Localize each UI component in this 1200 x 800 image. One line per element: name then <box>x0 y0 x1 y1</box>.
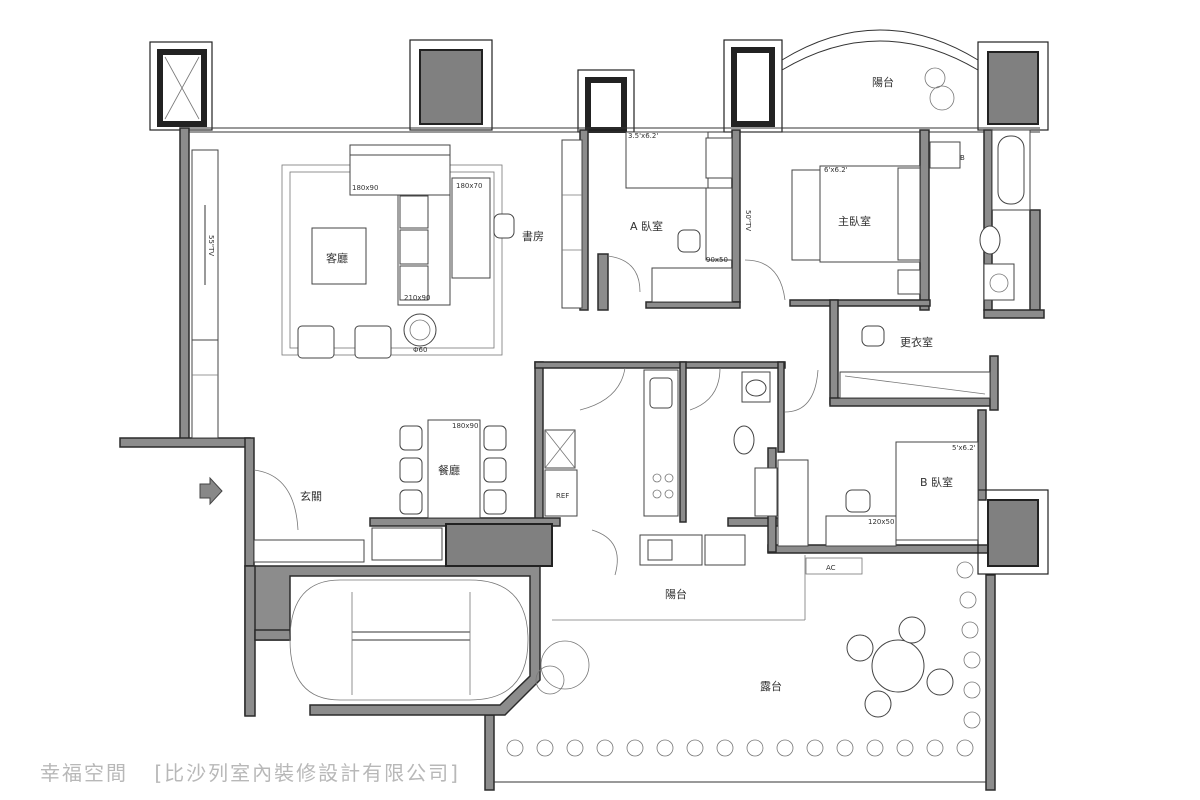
entry: 玄關 <box>199 469 443 563</box>
balcony-bottom: 陽台 AC <box>552 529 863 621</box>
study-desk-dim: 180x70 <box>456 182 482 190</box>
dining-label: 餐廳 <box>438 463 460 477</box>
kitchen: REF <box>544 367 679 517</box>
living-room-furniture: 180x90 210x90 客廳 Φ60 55"TV <box>191 144 503 439</box>
guest-bath <box>689 367 819 517</box>
sofa-top-dim: 180x90 <box>352 184 378 192</box>
bedroom-a-furniture: 3.5'x6.2' 90x50 A 臥室 50"TV <box>607 131 752 303</box>
study-furniture: 180x70 書房 <box>451 139 583 309</box>
entry-label: 玄關 <box>300 489 322 503</box>
top-columns: 陽台 <box>149 29 1049 133</box>
master-bedroom-furniture: 6'x6.2' 主臥室 <box>744 165 921 301</box>
bed-a-dim: 3.5'x6.2' <box>628 132 658 140</box>
living-room-label: 客廳 <box>326 251 348 265</box>
column-kitchen <box>445 523 553 567</box>
entry-arrow-icon <box>199 476 223 506</box>
closet: 更衣室 <box>839 325 991 399</box>
dining: 180x90 餐廳 <box>399 419 507 519</box>
closet-label: 更衣室 <box>900 335 933 349</box>
bedroom-b: 5'x6.2' B 臥室 120x50 <box>777 441 979 547</box>
terrace: 露台 <box>494 561 986 783</box>
study-label: 書房 <box>522 229 544 243</box>
terrace-label: 露台 <box>760 679 782 693</box>
tv-a-dim: 50"TV <box>744 210 752 231</box>
master-bath: B <box>929 129 1031 301</box>
watermark: 幸福空間 [比沙列室內裝修設計有限公司] <box>40 757 460 786</box>
bath-label: B <box>960 154 965 162</box>
bed-b-dim: 5'x6.2' <box>952 444 976 452</box>
stairs <box>289 579 529 701</box>
balcony-top-label: 陽台 <box>872 75 894 89</box>
desk-a-dim: 90x50 <box>706 256 728 264</box>
bedroom-b-label: B 臥室 <box>920 475 953 489</box>
column-right-core <box>987 499 1039 567</box>
desk-b-dim: 120x50 <box>868 518 894 526</box>
bed-master-dim: 6'x6.2' <box>824 166 848 174</box>
master-bedroom-label: 主臥室 <box>838 214 871 228</box>
ac-label: AC <box>826 564 836 572</box>
fridge-label: REF <box>556 492 569 500</box>
bedroom-a-label: A 臥室 <box>630 219 663 233</box>
tv-living-dim: 55"TV <box>207 235 215 256</box>
balcony-bottom-label: 陽台 <box>665 587 687 601</box>
watermark-logo: 幸福空間 <box>40 761 128 785</box>
side-table-dim: Φ60 <box>413 346 427 354</box>
dining-table-dim: 180x90 <box>452 422 478 430</box>
watermark-company: [比沙列室內裝修設計有限公司] <box>154 761 460 785</box>
sofa-side-dim: 210x90 <box>404 294 430 302</box>
